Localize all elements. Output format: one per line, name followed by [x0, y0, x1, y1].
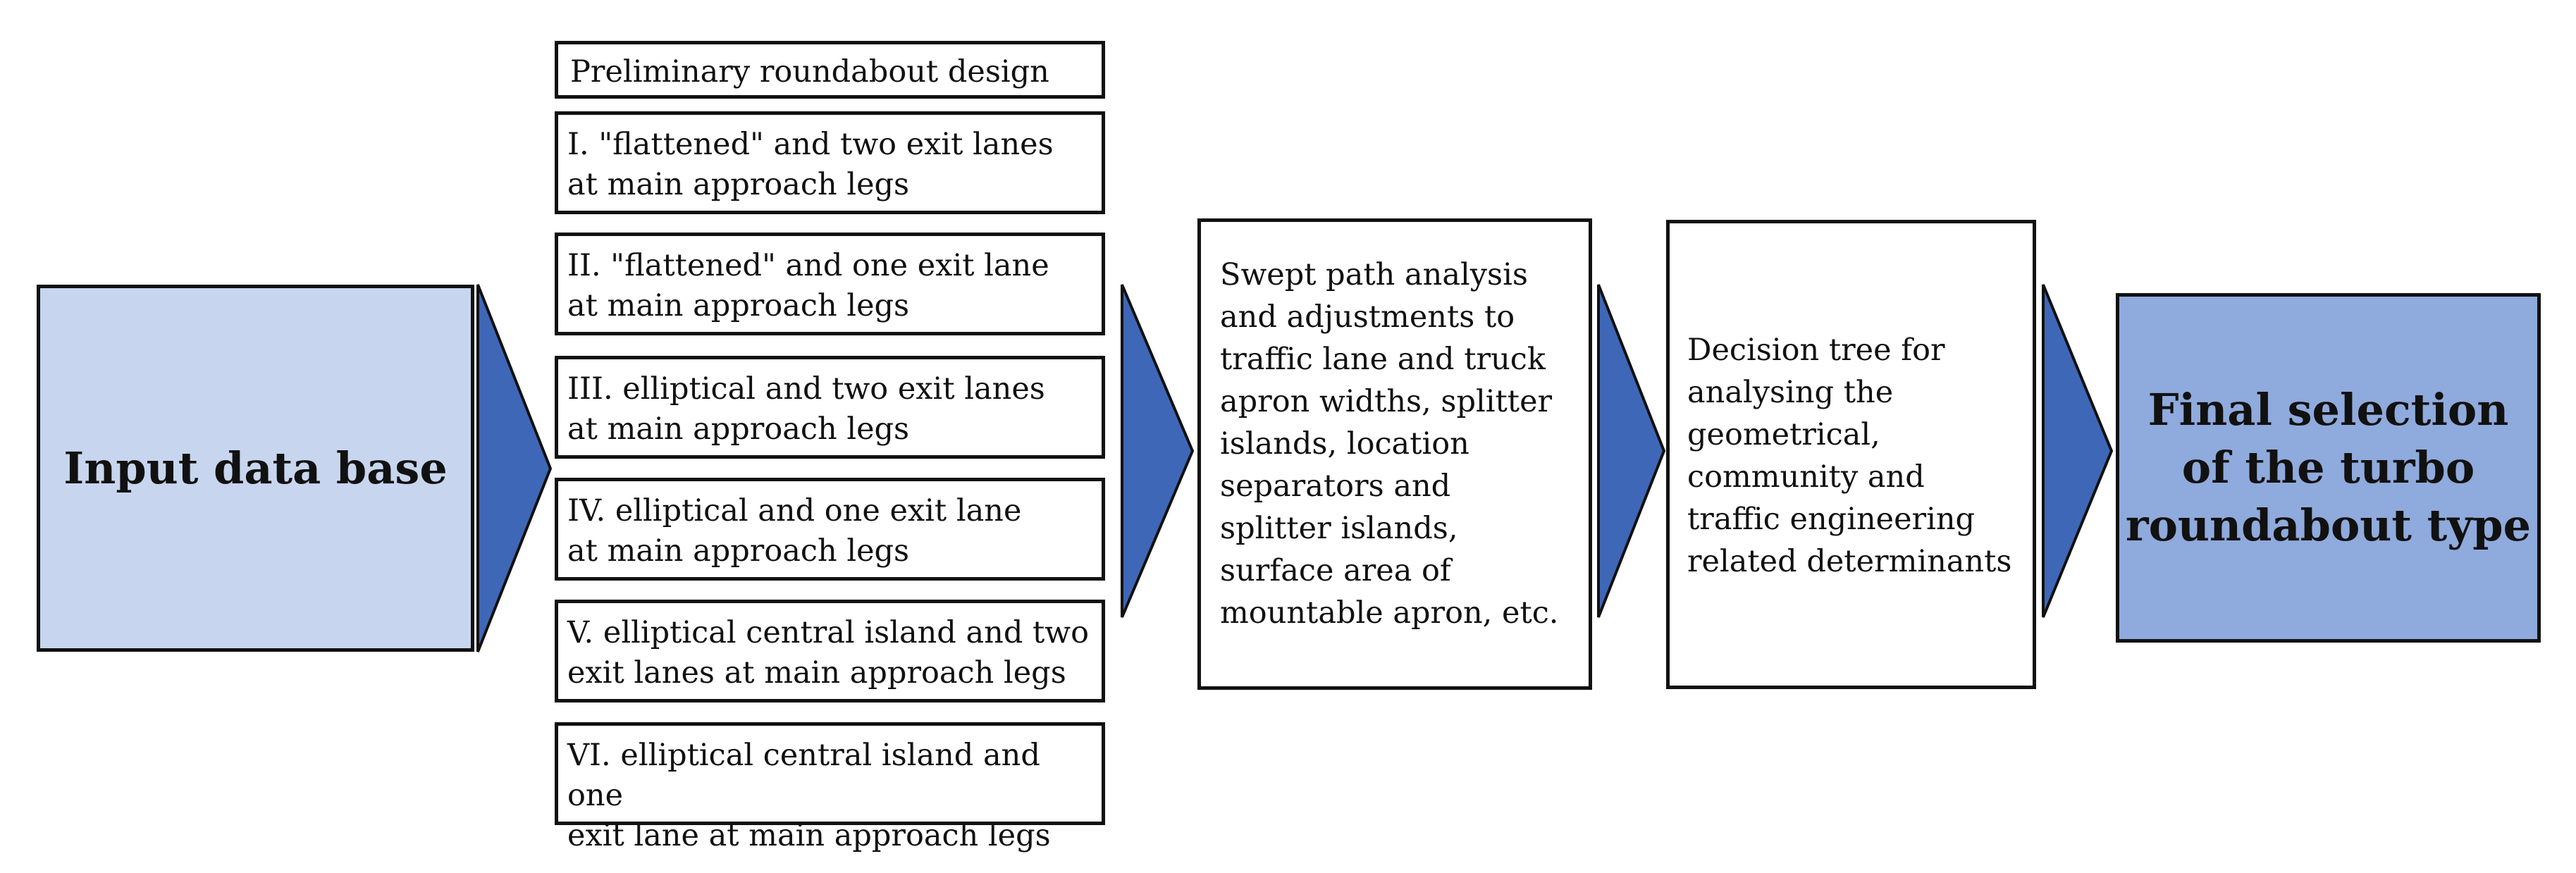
design-option-label-2: II. "flattened" and one exit lane at mai…: [567, 248, 1049, 323]
design-option-label-1: I. "flattened" and two exit lanes at mai…: [567, 127, 1054, 202]
design-option-label-3: III. elliptical and two exit lanes at ma…: [567, 371, 1045, 447]
preliminary-design-header-label: Preliminary roundabout design: [570, 54, 1049, 89]
design-option-box-1: I. "flattened" and two exit lanes at mai…: [555, 111, 1105, 214]
input-data-base-box: Input data base: [37, 285, 474, 652]
flow-arrow-2: [1121, 284, 1195, 618]
design-option-label-6: VI. elliptical central island and one ex…: [567, 738, 1051, 853]
swept-path-analysis-label: Swept path analysis and adjustments to t…: [1220, 257, 1559, 631]
decision-tree-label: Decision tree for analysing the geometri…: [1687, 333, 2012, 579]
design-option-box-5: V. elliptical central island and two exi…: [555, 600, 1105, 702]
final-selection-label: Final selection of the turbo roundabout …: [2125, 384, 2532, 551]
design-option-box-2: II. "flattened" and one exit lane at mai…: [555, 233, 1105, 335]
input-data-base-label: Input data base: [63, 442, 448, 494]
flow-arrow-4: [2042, 284, 2114, 618]
decision-tree-box: Decision tree for analysing the geometri…: [1666, 220, 2036, 689]
design-option-label-5: V. elliptical central island and two exi…: [567, 615, 1089, 691]
design-option-box-3: III. elliptical and two exit lanes at ma…: [555, 356, 1105, 459]
design-option-box-6: VI. elliptical central island and one ex…: [555, 722, 1105, 853]
final-selection-box: Final selection of the turbo roundabout …: [2116, 293, 2541, 643]
swept-path-analysis-box: Swept path analysis and adjustments to t…: [1197, 218, 1592, 690]
flow-arrow-3: [1597, 284, 1666, 618]
flow-arrow-1: [476, 284, 553, 652]
design-option-label-4: IV. elliptical and one exit lane at main…: [567, 493, 1022, 569]
preliminary-design-header-box: Preliminary roundabout design: [555, 41, 1105, 99]
design-option-box-4: IV. elliptical and one exit lane at main…: [555, 478, 1105, 581]
